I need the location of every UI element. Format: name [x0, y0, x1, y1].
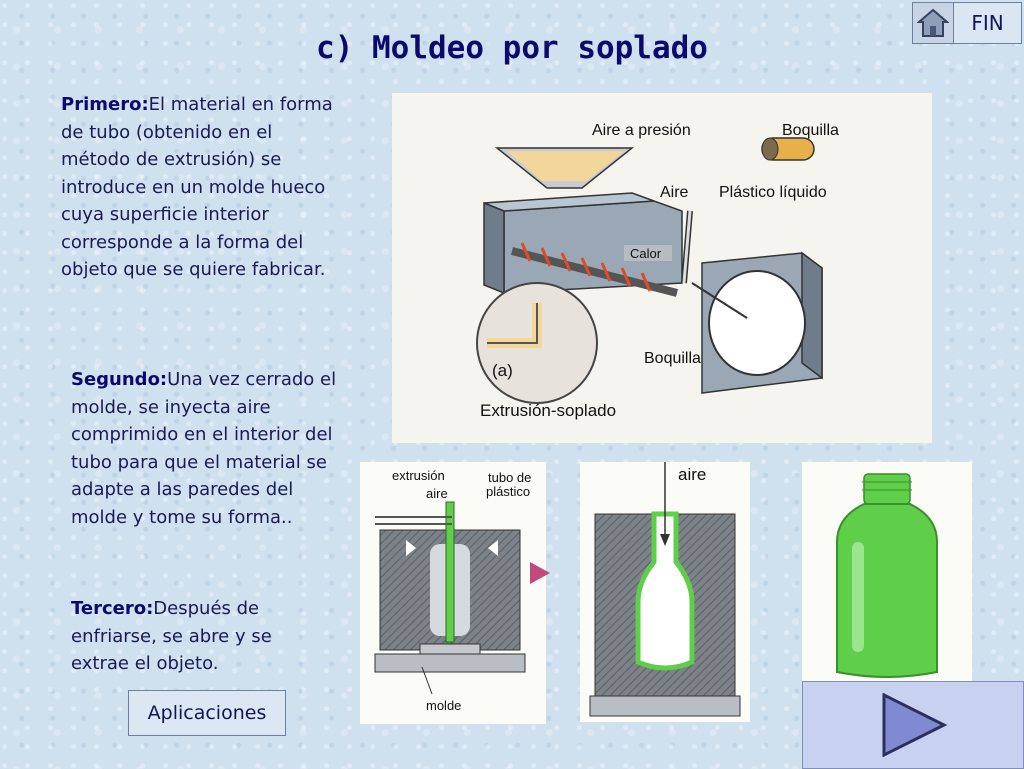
top-nav: FIN: [912, 2, 1022, 44]
paragraph-segundo: Segundo:Una vez cerrado el molde, se iny…: [71, 366, 339, 531]
figure-caption: Extrusión-soplado: [480, 401, 616, 420]
home-button[interactable]: [913, 3, 954, 43]
calor-label: Calor: [630, 246, 662, 261]
molde-label: molde: [426, 698, 461, 713]
tubo-label-1: tubo de: [488, 470, 531, 485]
aire-blow-label: aire: [678, 465, 706, 484]
next-button[interactable]: [802, 681, 1024, 769]
primero-heading: Primero:: [61, 94, 149, 115]
aire-presion-label: Aire a presión: [592, 122, 691, 139]
segundo-text: Una vez cerrado el molde, se inyecta air…: [71, 369, 337, 528]
mold-diagram: extrusión aire tubo de plástico molde: [360, 462, 546, 724]
boquilla-top-label: Boquilla: [782, 122, 839, 139]
paragraph-primero: Primero:El material en forma de tubo (ob…: [61, 91, 341, 284]
tercero-text: Después de enfriarse, se abre y se extra…: [71, 598, 272, 674]
blow-diagram: aire: [580, 462, 750, 722]
tercero-heading: Tercero:: [71, 598, 154, 619]
plastico-label: Plástico líquido: [719, 184, 827, 201]
primero-text: El material en forma de tubo (obtenido e…: [61, 94, 333, 280]
arrow-icon: [530, 562, 550, 584]
aire-mold-label: aire: [426, 486, 448, 501]
boquilla-bottom-label: Boquilla: [644, 350, 701, 367]
extrusion-label: extrusión: [392, 468, 445, 483]
a-label: (a): [492, 361, 513, 380]
bottle-image: [802, 462, 972, 682]
aplicaciones-button[interactable]: Aplicaciones: [128, 690, 286, 736]
extrusion-blow-figure: Calor (a) Aire a presión Boquilla Aire P…: [392, 93, 932, 443]
tubo-label-2: plástico: [486, 484, 530, 499]
home-icon: [917, 8, 949, 37]
fin-button[interactable]: FIN: [971, 11, 1004, 35]
play-arrow-icon: [882, 693, 948, 757]
segundo-heading: Segundo:: [71, 369, 168, 390]
page-title: c) Moldeo por soplado: [316, 30, 708, 66]
aire-label: Aire: [660, 184, 689, 201]
paragraph-tercero: Tercero:Después de enfriarse, se abre y …: [71, 595, 331, 678]
